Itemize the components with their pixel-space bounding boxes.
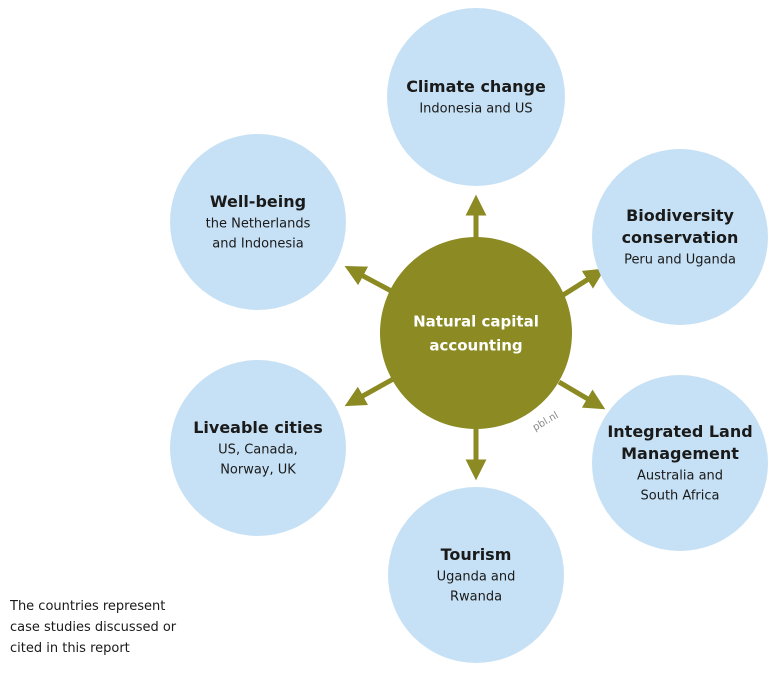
arrow-to-integrated-land-management xyxy=(557,379,606,410)
node-subtitle: Uganda and xyxy=(437,569,516,584)
hub-label: accounting xyxy=(429,336,522,354)
node-circle xyxy=(387,8,565,186)
node-well-being: Well-being the Netherlands and Indonesia xyxy=(170,134,346,310)
node-subtitle: Peru and Uganda xyxy=(624,252,736,267)
hub-label: Natural capital xyxy=(413,312,539,330)
node-circle xyxy=(170,134,346,310)
node-title: Biodiversity xyxy=(626,206,734,225)
node-title: Climate change xyxy=(406,77,546,96)
node-title: Tourism xyxy=(441,545,512,564)
node-subtitle: US, Canada, xyxy=(218,442,298,457)
footnote: The countries represent case studies dis… xyxy=(10,596,230,659)
node-subtitle: Australia and xyxy=(637,468,723,483)
watermark: pbl.nl xyxy=(531,410,561,433)
node-title: Well-being xyxy=(210,192,306,211)
node-circle xyxy=(592,149,768,325)
arrow-to-well-being xyxy=(344,266,397,296)
arrows-group xyxy=(344,194,606,481)
node-subtitle: the Netherlands xyxy=(206,216,311,231)
node-title: Integrated Land xyxy=(607,422,752,441)
node-subtitle: and Indonesia xyxy=(212,236,303,251)
node-subtitle: Indonesia and US xyxy=(419,101,532,116)
footnote-line: case studies discussed or xyxy=(10,620,177,635)
hub-circle xyxy=(380,237,572,429)
footnote-line: The countries represent xyxy=(10,599,166,614)
footnote-line: cited in this report xyxy=(10,641,130,656)
node-circle xyxy=(388,487,564,663)
arrow-to-liveable-cities xyxy=(344,375,397,407)
node-title: Management xyxy=(621,444,739,463)
node-subtitle: Rwanda xyxy=(450,589,502,604)
node-title: Liveable cities xyxy=(193,418,323,437)
node-circle xyxy=(592,375,768,551)
node-subtitle: South Africa xyxy=(641,488,720,503)
node-title: conservation xyxy=(622,228,739,247)
arrow-to-biodiversity-conservation xyxy=(558,268,606,300)
node-subtitle: Norway, UK xyxy=(220,462,296,477)
node-circle xyxy=(170,360,346,536)
hub-group: Natural capital accounting pbl.nl xyxy=(380,237,572,434)
